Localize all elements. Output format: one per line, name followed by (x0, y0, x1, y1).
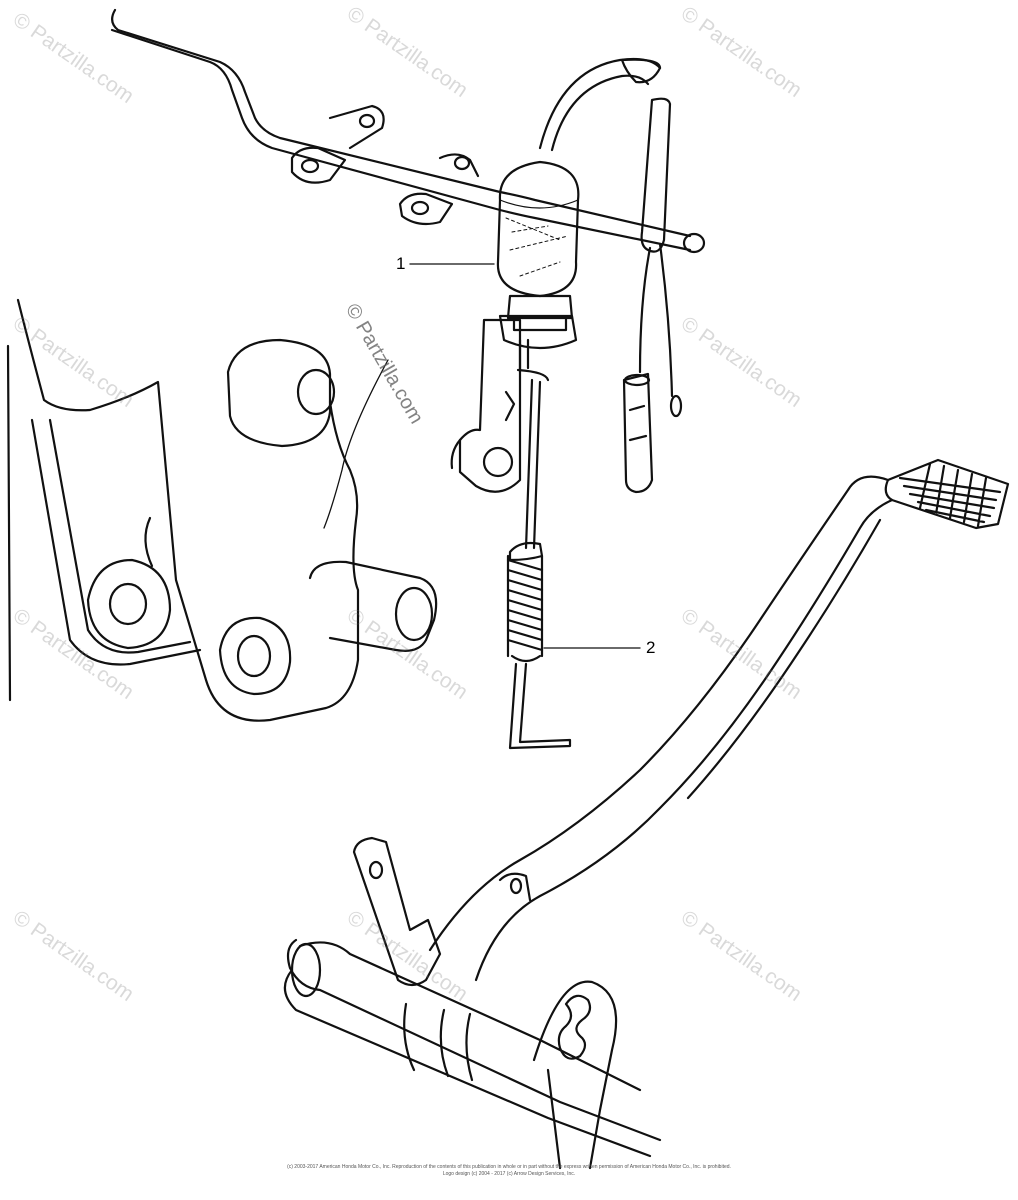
logo-copyright-line: Logo design (c) 2004 - 2017 (c) Arrow De… (442, 1171, 576, 1177)
pedal-pivot-bracket (6, 298, 438, 722)
switch-wire-leads (622, 97, 683, 494)
brake-light-switch (450, 57, 662, 493)
callout-leader-lines (323, 263, 641, 649)
callout-label-1: 1 (396, 254, 406, 273)
callout-label-2: 2 (646, 638, 656, 657)
frame-tube (110, 8, 706, 254)
brake-pedal (283, 458, 1010, 1170)
switch-spring-rod (506, 378, 572, 750)
copyright-footer: (c) 2003-2017 American Honda Motor Co., … (0, 1164, 1018, 1178)
copyright-line: (c) 2003-2017 American Honda Motor Co., … (287, 1164, 731, 1170)
pivot-leader-line (323, 359, 389, 529)
